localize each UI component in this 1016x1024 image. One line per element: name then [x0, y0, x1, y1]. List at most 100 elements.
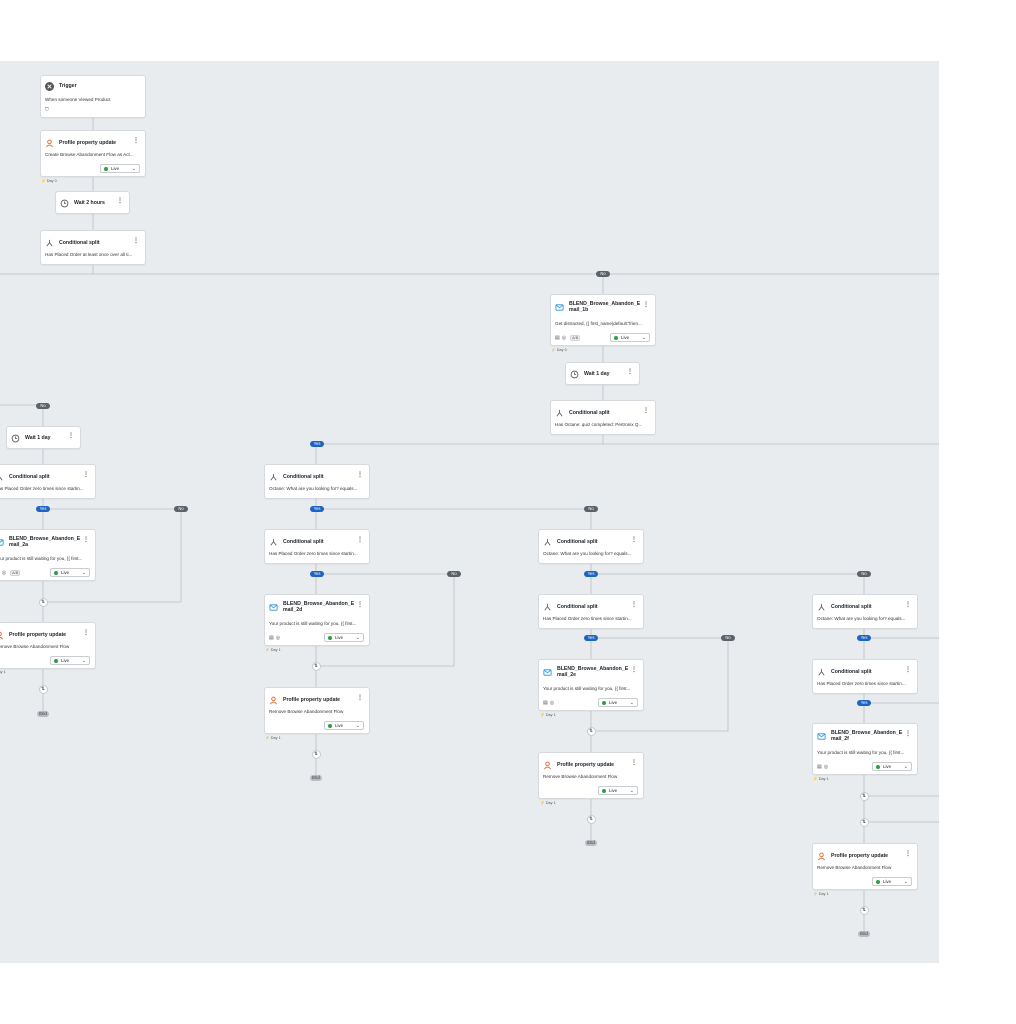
- branch-yes-label[interactable]: Yes: [857, 700, 871, 706]
- branch-no-label[interactable]: No: [174, 506, 188, 512]
- more-options-icon[interactable]: ⋮: [357, 472, 363, 478]
- status-label: Live: [609, 788, 618, 793]
- flow-node-profile-update-1[interactable]: Profile property update⋮Create Browse Ab…: [40, 130, 146, 177]
- status-dropdown[interactable]: Live⌄: [324, 721, 364, 730]
- flow-node-email-1b[interactable]: BLEND_Browse_Abandon_E mail_1b⋮Get distr…: [550, 294, 656, 346]
- node-title: Conditional split: [9, 474, 50, 480]
- more-options-icon[interactable]: ⋮: [631, 667, 637, 673]
- merge-icon[interactable]: ⇅: [311, 661, 321, 671]
- flow-node-profile-2e[interactable]: Profile property update⋮Remove Browse Ab…: [538, 752, 644, 799]
- flow-node-profile-2d[interactable]: Profile property update⋮Remove Browse Ab…: [264, 687, 370, 734]
- more-options-icon[interactable]: ⋮: [68, 433, 74, 439]
- filter-icon[interactable]: ⛉: [45, 107, 49, 113]
- branch-yes-label[interactable]: Yes: [36, 506, 50, 512]
- live-status-dot: [54, 570, 58, 575]
- flow-node-split-octane-b[interactable]: Conditional split⋮Octane: What are you l…: [538, 529, 644, 564]
- more-options-icon[interactable]: ⋮: [83, 472, 89, 478]
- merge-icon[interactable]: ⇅: [38, 597, 48, 607]
- flow-node-email-2d[interactable]: BLEND_Browse_Abandon_E mail_2d⋮Your prod…: [264, 594, 370, 646]
- node-title: Conditional split: [569, 410, 610, 416]
- flow-node-split-placed-order[interactable]: Conditional split⋮Has Placed Order at le…: [40, 230, 146, 265]
- status-dropdown[interactable]: Live⌄: [324, 633, 364, 642]
- merge-icon[interactable]: ⇅: [38, 684, 48, 694]
- ab-test-badge[interactable]: A/B: [10, 570, 21, 576]
- more-options-icon[interactable]: ⋮: [357, 695, 363, 701]
- flow-node-wait-1d-left[interactable]: Wait 1 day⋮: [6, 426, 81, 449]
- more-options-icon[interactable]: ⋮: [631, 760, 637, 766]
- more-options-icon[interactable]: ⋮: [905, 602, 911, 608]
- branch-yes-label[interactable]: Yes: [310, 506, 324, 512]
- flow-end-label[interactable]: End: [585, 840, 597, 846]
- more-options-icon[interactable]: ⋮: [631, 602, 637, 608]
- more-options-icon[interactable]: ⋮: [643, 408, 649, 414]
- status-dropdown[interactable]: Live⌄: [50, 568, 90, 577]
- flow-end-label[interactable]: End: [858, 931, 870, 937]
- flow-node-email-2f[interactable]: BLEND_Browse_Abandon_E mail_2f⋮Your prod…: [812, 723, 918, 775]
- ab-test-badge[interactable]: A/B: [570, 335, 581, 341]
- flow-node-split-zero-c[interactable]: Conditional split⋮Has Placed Order zero …: [812, 659, 918, 694]
- merge-icon[interactable]: ⇅: [586, 814, 596, 824]
- node-description: Octane: What are you looking for? equals…: [817, 616, 906, 621]
- more-options-icon[interactable]: ⋮: [133, 138, 139, 144]
- branch-yes-label[interactable]: Yes: [310, 441, 324, 447]
- flow-node-split-octane-c[interactable]: Conditional split⋮Octane: What are you l…: [812, 594, 918, 629]
- node-header: Conditional split: [269, 536, 365, 548]
- flow-node-split-octane-a[interactable]: Conditional split⋮Octane: What are you l…: [264, 464, 370, 499]
- flow-node-split-quiz[interactable]: Conditional split⋮Has Octane: quiz compl…: [550, 400, 656, 435]
- branch-no-label[interactable]: No: [721, 635, 735, 641]
- flow-node-email-2a[interactable]: BLEND_Browse_Abandon_E mail_2a⋮Your prod…: [0, 529, 96, 581]
- merge-icon[interactable]: ⇅: [859, 791, 869, 801]
- branch-yes-label[interactable]: Yes: [584, 571, 598, 577]
- live-status-dot: [602, 700, 606, 705]
- status-dropdown[interactable]: Live⌄: [598, 786, 638, 795]
- branch-yes-label[interactable]: Yes: [310, 571, 324, 577]
- status-dropdown[interactable]: Live⌄: [872, 877, 912, 886]
- more-options-icon[interactable]: ⋮: [905, 731, 911, 737]
- flow-node-split-left-zero[interactable]: Conditional split⋮Has Placed Order zero …: [0, 464, 96, 499]
- flow-node-wait-1d-right[interactable]: Wait 1 day⋮: [565, 362, 640, 385]
- merge-icon[interactable]: ⇅: [859, 817, 869, 827]
- branch-yes-label[interactable]: Yes: [584, 635, 598, 641]
- status-dropdown[interactable]: Live⌄: [610, 333, 650, 342]
- status-dropdown[interactable]: Live⌄: [100, 164, 140, 173]
- more-options-icon[interactable]: ⋮: [905, 851, 911, 857]
- more-options-icon[interactable]: ⋮: [627, 369, 633, 375]
- node-description: Get distracted, {{ first_name|default:'f…: [555, 321, 642, 326]
- branch-no-label[interactable]: No: [584, 506, 598, 512]
- flow-node-split-zero-b[interactable]: Conditional split⋮Has Placed Order zero …: [538, 594, 644, 629]
- merge-icon[interactable]: ⇅: [859, 905, 869, 915]
- chevron-down-icon: ⌄: [355, 723, 360, 729]
- status-dropdown[interactable]: Live⌄: [50, 656, 90, 665]
- branch-no-label[interactable]: No: [447, 571, 461, 577]
- branch-no-label[interactable]: No: [857, 571, 871, 577]
- flow-node-profile-2f[interactable]: Profile property update⋮Remove Browse Ab…: [812, 843, 918, 890]
- node-description: Your product is still waiting for you, {…: [543, 686, 631, 691]
- flow-node-profile-left[interactable]: Profile property update⋮Remove Browse Ab…: [0, 622, 96, 669]
- branch-no-label[interactable]: No: [596, 271, 610, 277]
- branch-no-label[interactable]: No: [36, 403, 50, 409]
- more-options-icon[interactable]: ⋮: [357, 537, 363, 543]
- more-options-icon[interactable]: ⋮: [643, 302, 649, 308]
- branch-yes-label[interactable]: Yes: [857, 635, 871, 641]
- email-icon: [269, 603, 278, 612]
- flow-node-email-2e[interactable]: BLEND_Browse_Abandon_E mail_2e⋮Your prod…: [538, 659, 644, 711]
- status-dropdown[interactable]: Live⌄: [872, 762, 912, 771]
- flow-end-label[interactable]: End: [37, 711, 49, 717]
- more-options-icon[interactable]: ⋮: [905, 667, 911, 673]
- flow-end-label[interactable]: End: [310, 775, 322, 781]
- status-dropdown[interactable]: Live⌄: [598, 698, 638, 707]
- status-label: Live: [609, 700, 618, 705]
- more-options-icon[interactable]: ⋮: [631, 537, 637, 543]
- merge-icon[interactable]: ⇅: [586, 726, 596, 736]
- flow-node-split-zero-a[interactable]: Conditional split⋮Has Placed Order zero …: [264, 529, 370, 564]
- more-options-icon[interactable]: ⋮: [133, 238, 139, 244]
- more-options-icon[interactable]: ⋮: [83, 630, 89, 636]
- merge-icon[interactable]: ⇅: [311, 749, 321, 759]
- split-icon: [45, 239, 54, 248]
- more-options-icon[interactable]: ⋮: [83, 537, 89, 543]
- more-options-icon[interactable]: ⋮: [117, 198, 123, 204]
- more-options-icon[interactable]: ⋮: [357, 602, 363, 608]
- flow-node-wait-2h[interactable]: Wait 2 hours⋮: [55, 191, 130, 214]
